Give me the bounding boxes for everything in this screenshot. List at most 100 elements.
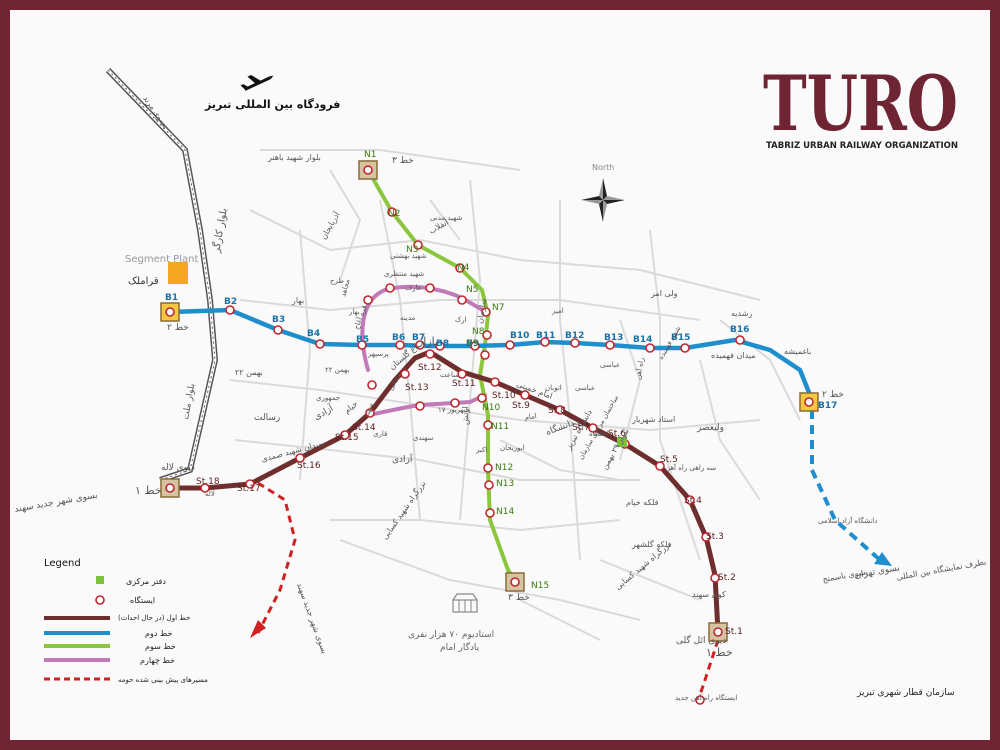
station-marker[interactable] [481,307,491,317]
station-marker[interactable] [482,330,492,340]
station-marker[interactable] [483,463,493,473]
depot-line1-west[interactable] [160,478,180,498]
station-marker[interactable] [483,420,493,430]
place-label: بسوی شهر جدید سهند [14,490,99,514]
station-marker[interactable] [655,461,665,471]
station-marker[interactable] [555,405,565,415]
place-label: آزادی [392,453,413,465]
station-marker[interactable] [415,401,425,411]
station-marker[interactable] [357,340,367,350]
depot-line2-west[interactable] [160,302,180,322]
place-label: ایستگاه راه آهن جدید [675,693,737,702]
station-marker[interactable] [435,341,445,351]
station-marker[interactable] [735,335,745,345]
station-marker[interactable] [470,341,480,351]
station-marker[interactable] [685,495,695,505]
station-marker[interactable] [701,532,711,542]
station-marker[interactable] [245,479,255,489]
station-marker[interactable] [363,295,373,305]
place-label: امام [524,412,537,422]
station-marker[interactable] [490,377,500,387]
station-label: St.1 [725,627,743,637]
place-label: ۲۲ بهمن [325,366,349,374]
legend-line1-label: خط اول (در حال احداث) [118,614,190,622]
place-label: ارتش [461,406,470,425]
station-marker[interactable] [200,483,210,493]
station-label: St.16 [297,461,321,471]
station-marker[interactable] [477,393,487,403]
place-label: رشدیه [731,309,752,318]
station-marker[interactable] [605,340,615,350]
station-marker[interactable] [588,423,598,433]
station-label: St.5 [660,455,678,465]
place-label: اتوبان [545,384,562,392]
line-1-path [167,349,721,635]
legend-station-swatch [95,595,105,605]
stadium-label-1: استادیوم ۷۰ هزار نفری [408,630,494,640]
station-marker[interactable] [710,573,720,583]
station-label: St.11 [452,379,476,389]
station-marker[interactable] [484,480,494,490]
station-label: B9 [466,339,479,349]
station-marker[interactable] [273,325,283,335]
station-marker[interactable] [365,408,375,418]
station-label: N9 [466,339,479,349]
line-4-stations [363,283,460,411]
station-label: B16 [730,325,749,335]
station-marker[interactable] [387,207,397,217]
station-marker[interactable] [400,369,410,379]
metro-lines [167,168,815,635]
station-marker[interactable] [480,350,490,360]
place-label: شهید بهشتی [390,252,427,260]
legend-line4-label: خط چهارم [140,656,175,665]
station-label: B4 [307,329,320,339]
station-marker[interactable] [570,338,580,348]
place-label: بهار [291,296,304,305]
place-label: خیام [343,399,360,415]
place-label: مدینه [400,314,415,322]
station-marker[interactable] [415,340,425,350]
place-label: بلوار کارگر [210,207,230,254]
station-label: St.2 [718,573,736,583]
depot-line3-south[interactable] [505,572,525,592]
station-marker[interactable] [505,340,515,350]
place-label: بسوی شهر جدید سهند [295,582,329,655]
place-label: خط ۱ [135,484,162,497]
depot-line1-east[interactable] [708,622,728,642]
station-marker[interactable] [425,283,435,293]
place-label: دانشگاه [589,429,612,438]
station-marker[interactable] [485,508,495,518]
station-marker[interactable] [367,380,377,390]
station-label: St.14 [352,423,376,433]
station-marker[interactable] [455,263,465,273]
station-marker[interactable] [413,240,423,250]
station-marker[interactable] [457,369,467,379]
place-label: بلوار شهید باهنر [267,153,321,162]
place-label: سه راهی راه آهن [665,463,716,472]
station-marker-new-railway[interactable] [695,695,705,705]
station-marker[interactable] [385,283,395,293]
station-marker[interactable] [450,398,460,408]
central-office-marker[interactable] [617,437,627,447]
station-marker[interactable] [457,295,467,305]
depot-line3-north[interactable] [358,160,378,180]
station-marker[interactable] [540,337,550,347]
station-label: St.12 [418,363,442,373]
station-marker[interactable] [315,339,325,349]
place-label: خط ۲ [167,323,189,333]
station-label: St.6 [608,429,626,439]
station-marker[interactable] [295,453,305,463]
station-marker[interactable] [340,430,350,440]
line-3-stations [387,207,495,518]
station-marker[interactable] [225,305,235,315]
depot-line2-east[interactable] [799,392,819,412]
place-label: جمالی [387,372,403,392]
station-marker[interactable] [395,340,405,350]
station-marker[interactable] [520,390,530,400]
place-label: عارف [405,284,422,292]
station-marker[interactable] [680,343,690,353]
segment-plant-sub: قراملک [128,276,159,287]
station-marker[interactable] [645,343,655,353]
station-marker[interactable] [425,349,435,359]
station-label: N10 [482,403,500,413]
